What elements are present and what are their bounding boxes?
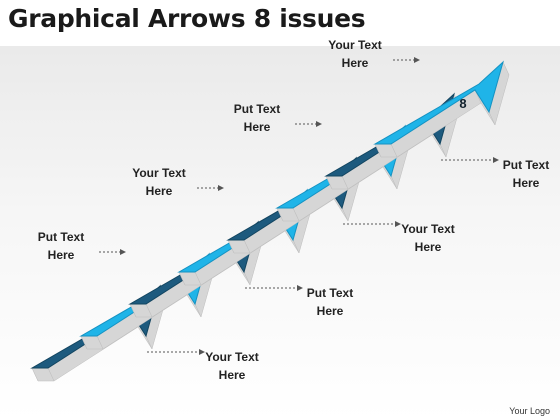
logo-text: Your Logo [509,406,550,416]
page-title: Graphical Arrows 8 issues [8,4,366,33]
arrow-step-8: 8 [373,60,510,158]
arrow-side-face [390,89,482,158]
arrow-face [373,60,504,145]
arrow-steps: 12345678 [30,60,510,382]
arrow-number: 8 [459,96,466,111]
connector-lines [99,57,499,355]
